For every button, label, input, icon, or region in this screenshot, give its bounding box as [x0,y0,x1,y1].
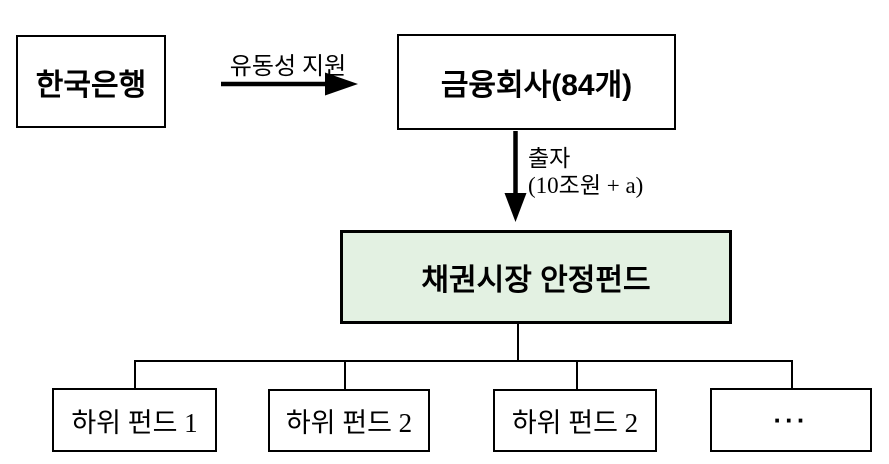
right-arrow-icon [221,72,358,96]
investment-label-line2: (10조원 + a) [528,173,644,198]
connector-stub-subfund-1 [134,360,136,388]
investment-label: 출자 (10조원 + a) [528,145,643,199]
ellipsis-icon: ··· [773,404,809,435]
node-bond-market-stabilization-fund-label: 채권시장 안정펀드 [421,264,651,297]
connector-rail [134,360,793,362]
node-sub-fund-3-label: 하위 펀드 2 [511,408,639,438]
node-sub-fund-2: 하위 펀드 2 [268,389,430,452]
node-bank-of-korea: 한국은행 [16,35,166,128]
investment-label-line1: 출자 [528,146,571,171]
down-arrow-icon [504,131,527,222]
node-sub-fund-1-label: 하위 펀드 1 [71,407,198,438]
node-bond-market-stabilization-fund: 채권시장 안정펀드 [340,230,732,324]
node-sub-fund-3: 하위 펀드 2 [493,389,657,452]
node-sub-fund-ellipsis: ··· [710,388,872,452]
node-financial-companies-label: 금융회사(84개) [440,69,633,102]
connector-stub-subfund-4 [791,360,793,388]
connector-stub-subfund-3 [576,360,578,389]
connector-stub-subfund-2 [344,360,346,389]
node-sub-fund-2-label: 하위 펀드 2 [285,408,413,438]
node-sub-fund-1: 하위 펀드 1 [52,388,217,452]
connector-fund-stem [517,324,519,361]
node-financial-companies: 금융회사(84개) [397,34,676,130]
node-bank-of-korea-label: 한국은행 [35,68,147,102]
